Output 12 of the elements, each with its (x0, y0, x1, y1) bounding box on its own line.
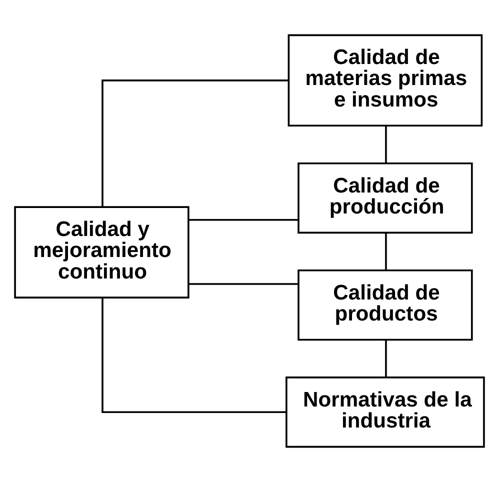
connector (188, 218, 298, 221)
node-box: Calidad de materias primas e insumos (287, 34, 482, 127)
connector (384, 126, 386, 163)
connector (101, 298, 286, 414)
connector (101, 80, 288, 207)
node-box: Calidad y mejoramiento continuo (14, 206, 189, 298)
connector (188, 283, 298, 285)
connector (384, 340, 386, 378)
node-box: Normativas de la industria (285, 376, 484, 448)
connector (384, 233, 386, 270)
node-box: Calidad de productos (297, 270, 472, 341)
node-box: Calidad de producción (297, 162, 472, 234)
